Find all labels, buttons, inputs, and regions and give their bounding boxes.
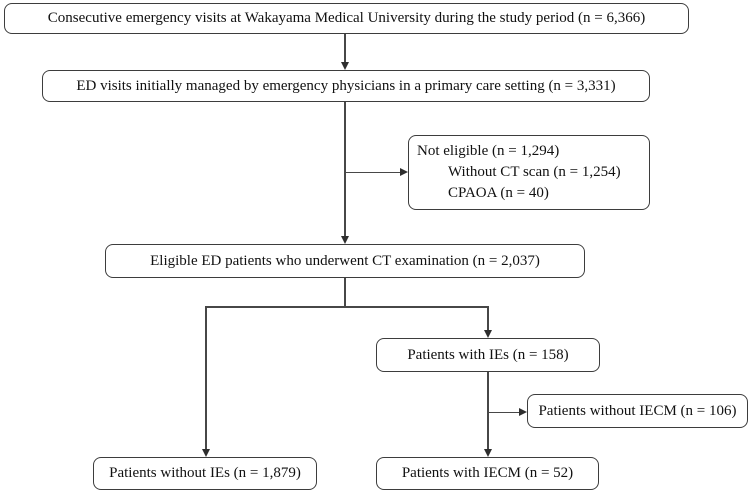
connector-ed-to-eligible xyxy=(344,102,346,237)
flow-box-label: Patients with IEs (n = 158) xyxy=(407,346,569,363)
arrowhead-down-icon xyxy=(484,330,492,338)
connector-split-to-with-ies xyxy=(487,306,489,331)
not-eligible-line-2: Without CT scan (n = 1,254) xyxy=(448,164,621,180)
flow-box-ed-visits: ED visits initially managed by emergency… xyxy=(42,70,650,102)
arrowhead-right-icon xyxy=(400,168,408,176)
connector-consecutive-to-ed xyxy=(344,34,346,63)
connector-eligible-to-split xyxy=(344,278,346,307)
flow-box-not-eligible: Not eligible (n = 1,294) Without CT scan… xyxy=(408,135,650,210)
flow-box-label: Patients without IEs (n = 1,879) xyxy=(109,465,301,482)
connector-split-horizontal xyxy=(206,306,489,308)
arrowhead-down-icon xyxy=(341,62,349,70)
flow-box-label: Patients with IECM (n = 52) xyxy=(401,465,574,482)
connector-branch-without-iecm xyxy=(488,411,519,413)
connector-ies-to-iecm xyxy=(487,372,489,449)
not-eligible-line-3: CPAOA (n = 40) xyxy=(448,185,549,201)
arrowhead-right-icon xyxy=(519,408,527,416)
flow-box-without-ies: Patients without IEs (n = 1,879) xyxy=(93,457,317,490)
flow-box-eligible-ct: Eligible ED patients who underwent CT ex… xyxy=(105,244,585,278)
flow-box-label: Eligible ED patients who underwent CT ex… xyxy=(150,252,540,269)
flow-box-with-ies: Patients with IEs (n = 158) xyxy=(376,338,600,372)
flow-box-label: ED visits initially managed by emergency… xyxy=(76,77,616,94)
flow-box-label: Patients without IECM (n = 106) xyxy=(538,402,737,419)
flow-box-with-iecm: Patients with IECM (n = 52) xyxy=(376,457,599,490)
connector-branch-not-eligible xyxy=(345,171,400,173)
not-eligible-line-1: Not eligible (n = 1,294) xyxy=(417,143,560,159)
flow-box-without-iecm: Patients without IECM (n = 106) xyxy=(527,394,748,428)
arrowhead-down-icon xyxy=(484,449,492,457)
flow-box-consecutive-visits: Consecutive emergency visits at Wakayama… xyxy=(4,3,689,34)
arrowhead-down-icon xyxy=(202,449,210,457)
connector-split-to-without-ies xyxy=(205,306,207,449)
arrowhead-down-icon xyxy=(341,236,349,244)
flow-box-label: Consecutive emergency visits at Wakayama… xyxy=(47,10,646,27)
